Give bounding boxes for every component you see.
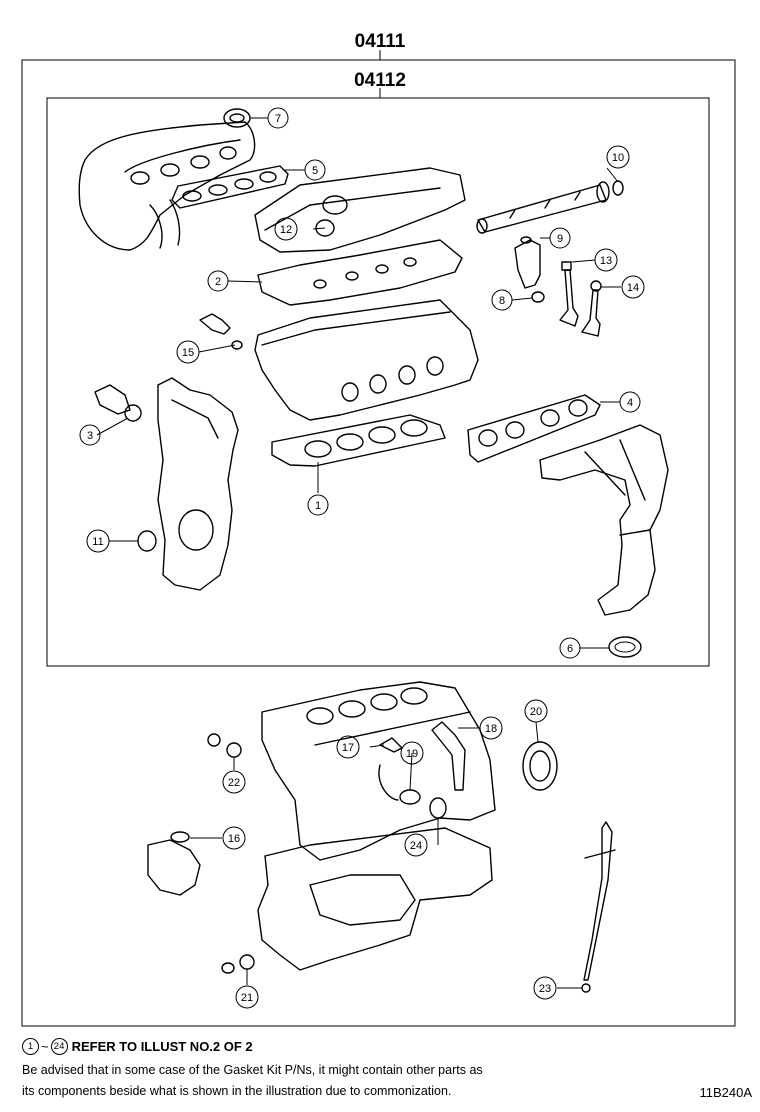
intake-manifold-drawing: [78, 121, 256, 251]
exhaust-manifold-gasket-drawing: [467, 394, 601, 463]
leader-lines: [96, 117, 621, 989]
callout-23-label: 23: [539, 983, 551, 995]
callout-20: 20: [524, 699, 548, 723]
callout-11: 11: [86, 529, 110, 553]
callout-5: 5: [304, 159, 326, 181]
callout-24: 24: [404, 833, 428, 857]
callout-2-label: 2: [215, 276, 221, 288]
valve-cover-gasket-drawing: [257, 239, 463, 306]
callout-4: 4: [619, 391, 641, 413]
cylinder-head-drawing: [254, 299, 479, 421]
callout-18-label: 18: [485, 723, 497, 735]
intake-manifold-gasket-drawing: [171, 165, 289, 209]
refer-illustration-line: 1 ~ 24 REFER TO ILLUST NO.2 OF 2: [22, 1038, 253, 1055]
callout-5-label: 5: [312, 165, 318, 177]
callout-1: 1: [307, 494, 329, 516]
water-pump-drawing: [147, 831, 201, 896]
drain-plug-drawing: [207, 733, 242, 758]
refer-text: REFER TO ILLUST NO.2 OF 2: [71, 1039, 253, 1054]
timing-cover-oil-seal-drawing: [137, 530, 157, 552]
callout-4-label: 4: [627, 397, 633, 409]
callout-12-label: 12: [280, 224, 292, 236]
callout-18: 18: [479, 716, 503, 740]
callout-6: 6: [559, 637, 581, 659]
inner-kit-part-number: 04112: [354, 70, 406, 91]
cylinder-head-gasket-drawing: [271, 414, 446, 467]
callout-21-label: 21: [241, 992, 253, 1004]
exhaust-pipe-gasket-drawing: [608, 636, 642, 658]
callout-22-label: 22: [228, 777, 240, 789]
range-start-callout: 1: [22, 1038, 39, 1055]
callout-1-label: 1: [315, 500, 321, 512]
commonization-note-line-1: Be advised that in some case of the Gask…: [22, 1063, 483, 1077]
callout-9-label: 9: [557, 233, 563, 245]
callout-12: 12: [274, 217, 298, 241]
kit-brackets: [21, 50, 736, 1027]
callout-11-label: 11: [92, 536, 103, 548]
callout-19-label: 19: [406, 748, 418, 760]
spark-plug-tube-gasket-drawing: [315, 219, 335, 237]
range-separator: ~: [41, 1039, 49, 1054]
range-end-callout: 24: [50, 1038, 68, 1055]
rear-oil-seal-drawing: [522, 741, 558, 791]
callout-7: 7: [267, 107, 289, 129]
callout-3: 3: [79, 424, 101, 446]
throttle-body-gasket-drawing: [223, 108, 251, 128]
callout-13-label: 13: [600, 255, 612, 267]
callout-9: 9: [549, 227, 571, 249]
callout-17-label: 17: [342, 742, 354, 754]
callout-6-label: 6: [567, 643, 573, 655]
block-seals-drawing: [378, 721, 466, 805]
callout-15: 15: [176, 340, 200, 364]
exhaust-manifold-drawing: [539, 424, 669, 616]
callout-22: 22: [222, 770, 246, 794]
callout-10: 10: [606, 145, 630, 169]
illustration-code: 11B240A: [699, 1085, 752, 1100]
valve-cover-drawing: [254, 167, 466, 253]
commonization-note-line-2: its components beside what is shown in t…: [22, 1084, 452, 1098]
callout-16-label: 16: [228, 833, 240, 845]
callout-2: 2: [207, 270, 229, 292]
valves-drawing: [559, 261, 602, 337]
oil-filter-seal-drawing: [429, 797, 447, 819]
timing-chain-cover-drawing: [157, 377, 239, 591]
oil-pan-drawing: [257, 827, 493, 971]
callout-13: 13: [594, 248, 618, 272]
oil-pan-drain-gasket-drawing: [221, 954, 255, 974]
callout-21: 21: [235, 985, 259, 1009]
water-inlet-drawing: [94, 384, 142, 422]
callout-19: 19: [400, 741, 424, 765]
sensor-drawing: [199, 313, 243, 350]
callout-14: 14: [621, 275, 645, 299]
outer-kit-part-number: 04111: [355, 31, 406, 52]
callout-24-label: 24: [410, 840, 422, 852]
oil-dipstick-drawing: [581, 821, 616, 993]
callout-10-label: 10: [612, 152, 624, 164]
callout-3-label: 3: [87, 430, 93, 442]
callout-7-label: 7: [275, 113, 281, 125]
callout-17: 17: [336, 735, 360, 759]
callout-20-label: 20: [530, 706, 542, 718]
callout-14-label: 14: [627, 282, 639, 294]
camshaft-drawing: [476, 180, 624, 234]
callout-8-label: 8: [499, 295, 505, 307]
fuel-injector-drawing: [514, 236, 545, 303]
callout-8: 8: [491, 289, 513, 311]
callout-15-label: 15: [182, 347, 194, 359]
callout-16: 16: [222, 826, 246, 850]
callout-23: 23: [533, 976, 557, 1000]
